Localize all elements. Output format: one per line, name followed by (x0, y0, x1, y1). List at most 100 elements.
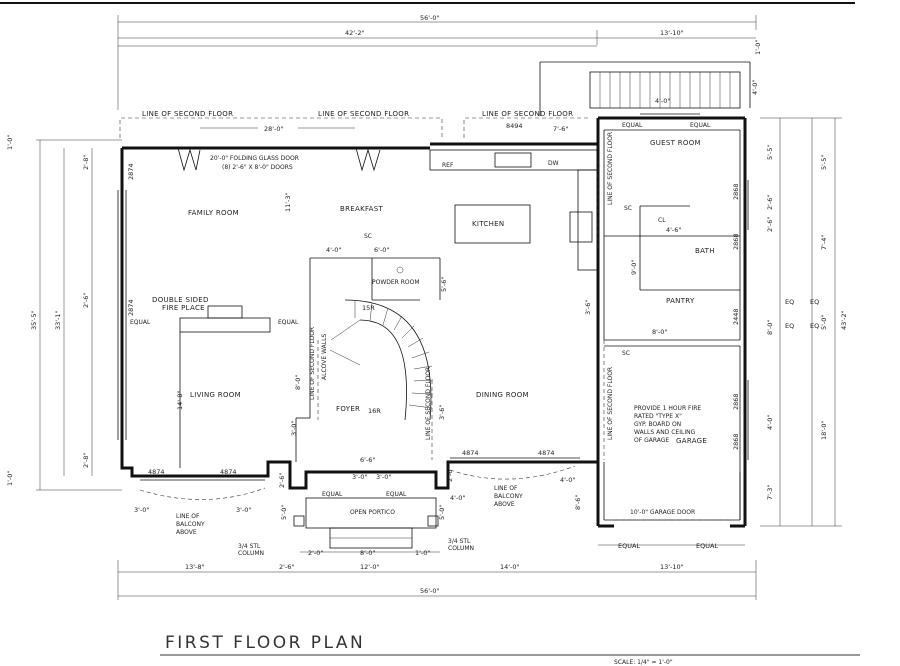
eq-label-1: EQ (810, 298, 819, 306)
dim-bath-h: 9'-0" (630, 260, 638, 275)
top-dimensions: 56'-0" 42'-2" 13'-10" 28'-0" (117, 14, 757, 133)
dim-right-a: 5'-5" (820, 155, 828, 170)
win-tag-4: 4874 (538, 449, 555, 457)
dim-kitchen-h: 11'-3" (284, 192, 292, 212)
dim-top-total: 56'-0" (420, 14, 440, 22)
eq-label-2: EQ (810, 322, 819, 330)
win-tag-2: 4874 (220, 468, 237, 476)
room-powder: POWDER ROOM (372, 279, 420, 286)
dim-left-total: 35'-5" (30, 310, 38, 330)
dim-stair-edge: 1'-0" (754, 40, 762, 55)
dim-alcove-h: 8'-0" (294, 375, 302, 390)
dim-bottom-c: 12'-0" (360, 563, 380, 571)
dim-left-inner: 33'-1" (54, 310, 62, 330)
room-kitchen: KITCHEN (472, 220, 504, 228)
bottom-dimensions: 13'-8" 2'-6" 12'-0" 14'-0" 13'-10" 56'-0… (117, 542, 757, 600)
win-tag-11: 2868 (732, 433, 740, 450)
win-tag-5: 2874 (127, 163, 135, 180)
curved-staircase (329, 266, 434, 421)
column-right-2: COLUMN (448, 545, 474, 552)
balcony-right-1: LINE OF (494, 485, 518, 492)
dim-balcony-r2: 4'-0" (560, 476, 575, 484)
dim-stair-b: 6'-0" (374, 246, 389, 254)
fire-note-4: WALLS AND CEILING (634, 429, 696, 436)
room-bath: BATH (695, 247, 715, 255)
room-guest: GUEST ROOM (650, 139, 701, 147)
balcony-right-2: BALCONY (494, 493, 523, 500)
dim-portico-w: 8'-0" (360, 549, 375, 557)
rear-deck-stair: 4'-0" 4'-0" 1'-0" (539, 40, 762, 116)
dim-right-b2: 2'-6" (766, 217, 774, 232)
fire-note-3: GYP. BOARD ON (634, 421, 681, 428)
dim-stair-top: 4'-0" (655, 97, 670, 105)
equal-guest-1: EQUAL (622, 122, 643, 129)
win-tag-10: 2868 (732, 393, 740, 410)
windows (117, 113, 749, 481)
left-dimensions: 35'-5" 33'-1" 2'-8" 2'-6" 2'-8" 1'-0" 1'… (6, 135, 122, 491)
dim-living-h: 14'-8" (176, 390, 184, 410)
equal-guest-2: EQUAL (690, 122, 711, 129)
dim-door-d: 2'-6" (446, 467, 454, 482)
dim-bottom-a: 13'-8" (185, 563, 205, 571)
column-left-2: COLUMN (238, 550, 264, 557)
dim-right-b: 2'-6" (766, 195, 774, 210)
cl-label: CL (658, 217, 666, 224)
room-portico: OPEN PORTICO (350, 509, 395, 516)
win-tag-1: 4874 (148, 468, 165, 476)
dim-second-floor-w: 28'-0" (264, 125, 284, 133)
equal-fp-2: EQUAL (278, 319, 299, 326)
dim-bottom-total: 56'-0" (420, 587, 440, 595)
dim-right-a2: 5'-5" (766, 145, 774, 160)
folding-door-note-2: (8) 2'-6" X 8'-0" DOORS (222, 164, 293, 171)
second-floor-dining: LINE OF SECOND FLOOR (425, 367, 432, 440)
win-tag-6: 2874 (127, 299, 135, 316)
sc-label-3: SC (622, 350, 630, 357)
balcony-left-2: BALCONY (176, 521, 205, 528)
dim-right-e: 5'-0" (820, 315, 828, 330)
room-family: FAMILY ROOM (188, 209, 239, 217)
dim-stair-side: 4'-0" (751, 80, 759, 95)
folding-door-note-1: 20'-0" FOLDING GLASS DOOR (210, 155, 299, 162)
room-foyer: FOYER (336, 405, 360, 413)
equal-portico-1: EQUAL (322, 491, 343, 498)
dim-top-left: 42'-2" (345, 29, 365, 37)
dim-dining-side: 3'-6" (438, 405, 446, 420)
interior-walls (179, 129, 741, 520)
balcony-left-1: LINE OF (176, 513, 200, 520)
dim-bottom-d: 14'-0" (500, 563, 520, 571)
dim-door-a: 2'-6" (278, 473, 286, 488)
dim-left-bot: 2'-8" (82, 453, 90, 468)
dim-bottom-b: 2'-6" (279, 563, 294, 571)
dim-right-c: 7'-4" (820, 235, 828, 250)
dw-label: DW (548, 160, 559, 167)
second-floor-label-3: LINE OF SECOND FLOOR (482, 110, 573, 118)
fireplace-note-1: DOUBLE SIDED (152, 296, 209, 304)
column-right-1: 3/4 STL (448, 538, 471, 545)
room-dining: DINING ROOM (476, 391, 529, 399)
second-floor-guest: LINE OF SECOND FLOOR (607, 132, 614, 205)
dim-left-margin-bot: 1'-0" (6, 471, 14, 486)
stair-riser-tag: 3'-0" (352, 473, 367, 481)
dim-door-e: 5'-0" (438, 505, 446, 520)
dim-left-top: 2'-8" (82, 155, 90, 170)
fireplace-note-2: FIRE PLACE (162, 304, 205, 312)
interior-dimensions: 4874 4874 4874 4874 2874 2874 2868 2868 … (127, 163, 740, 520)
dim-door-c: 5'-0" (280, 505, 288, 520)
dim-left-margin-top: 1'-0" (6, 135, 14, 150)
stair-riser-tag-2: 3'-0" (376, 473, 391, 481)
dim-cl-w: 4'-6" (666, 226, 681, 234)
plan-notes: DOUBLE SIDED FIRE PLACE PROVIDE 1 HOUR F… (130, 122, 711, 557)
right-dimensions: 43'-2" 5'-5" 7'-4" 5'-0" 18'-0" 5'-5" 2'… (760, 117, 848, 527)
balcony-left-3: ABOVE (176, 529, 197, 536)
dim-bottom-e: 13'-10" (660, 563, 684, 571)
dim-stair-c: 3'-6" (584, 300, 592, 315)
plan-title: FIRST FLOOR PLAN (165, 633, 365, 653)
ref-label: REF (442, 162, 454, 169)
win-tag-8: 2868 (732, 233, 740, 250)
second-floor-stair: LINE OF SECOND FLOOR (309, 327, 316, 400)
dim-pantry-w: 8'-0" (652, 328, 667, 336)
dim-balcony-r1: 4'-0" (450, 494, 465, 502)
dim-left-mid: 2'-6" (82, 293, 90, 308)
dim-stair-a: 4'-0" (326, 246, 341, 254)
